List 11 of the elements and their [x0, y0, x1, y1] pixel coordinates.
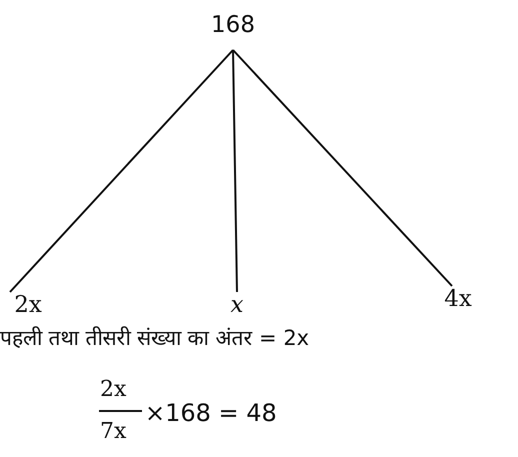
statement-text: पहली तथा तीसरी संख्या का अंतर = 2x	[0, 326, 310, 350]
branch-line	[232, 50, 238, 292]
fraction-numerator: 2x	[100, 378, 126, 402]
tree-node-text: x	[224, 292, 250, 320]
tree-node-text: 2x	[8, 292, 48, 320]
branch-line	[9, 49, 234, 293]
tree-node-text: 168	[200, 12, 266, 50]
fraction-denominator: 7x	[100, 420, 126, 444]
branch-line	[232, 49, 453, 287]
equation-text: ×168 = 48	[145, 401, 277, 425]
tree-node-text: 4x	[436, 286, 480, 314]
